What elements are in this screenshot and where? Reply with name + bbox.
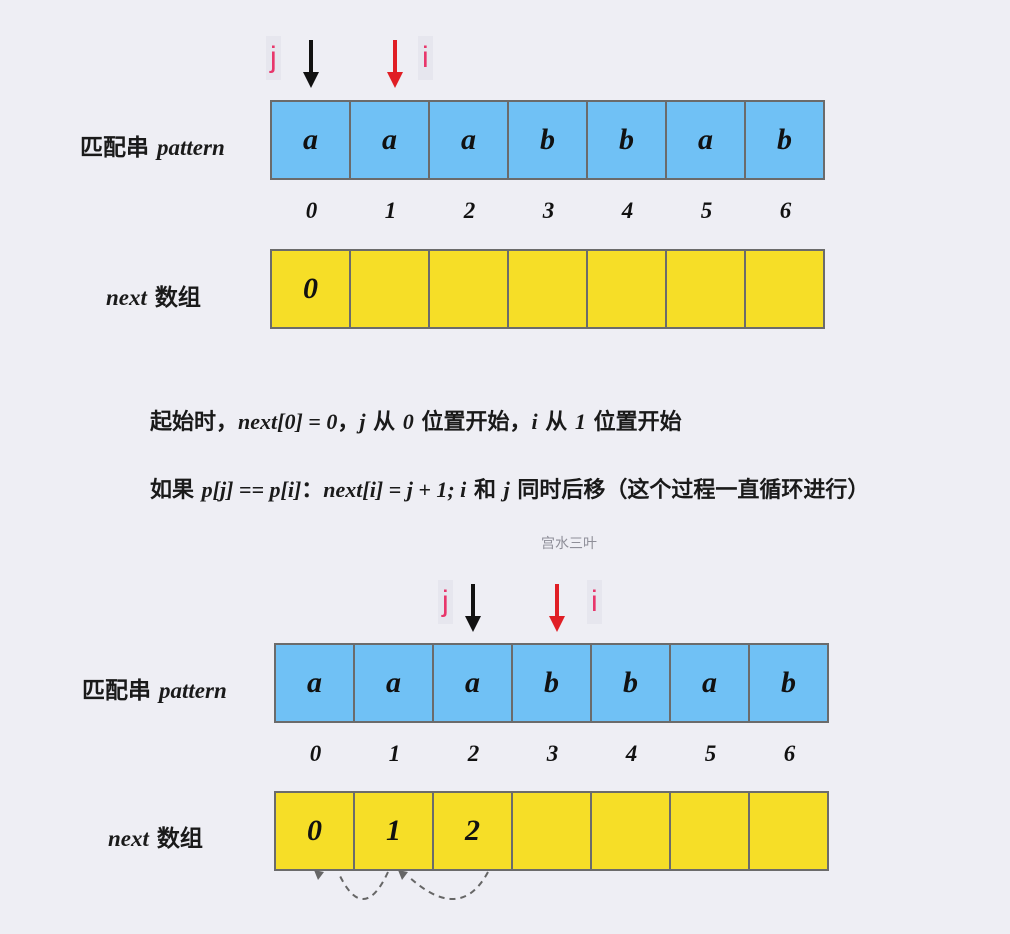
index-label: 5: [700, 198, 713, 223]
arrow-down-icon: [549, 584, 565, 632]
next-cell: [513, 793, 592, 869]
pattern-cell: a: [667, 102, 746, 178]
next-cells: 0 1 2: [274, 791, 829, 871]
arrowhead-icon: [314, 870, 324, 880]
text-segment: j: [359, 409, 366, 434]
dashed-curve-arrow: [407, 871, 489, 900]
text-segment: ：: [301, 477, 324, 503]
next-cell: [592, 793, 671, 869]
pattern-cell: b: [509, 102, 588, 178]
next-cell: [509, 251, 588, 327]
dashed-curve-arrows: [314, 870, 489, 900]
next-cell: [671, 793, 750, 869]
next-cell: [667, 251, 746, 327]
explanation-line-2: 如果 p[j] == p[i]：next[i] = j + 1; i 和 j 同…: [150, 472, 869, 504]
pattern-cells: a a a b b a b: [270, 100, 825, 180]
index-label: 1: [384, 198, 397, 223]
text-segment: p[j] == p[i]: [201, 477, 302, 502]
pattern-label-cn: 匹配串: [80, 134, 149, 161]
index-label: 6: [783, 741, 796, 766]
next-label-cn: 数组: [154, 284, 201, 311]
text-segment: 位置开始: [585, 409, 682, 435]
index-label: 3: [542, 198, 555, 223]
next-label-en: next: [106, 285, 147, 310]
index-label: 0: [309, 741, 322, 766]
text-segment: i: [531, 409, 538, 434]
next-cell: [351, 251, 430, 327]
pattern-cell: a: [272, 102, 351, 178]
text-segment: 和: [466, 477, 504, 503]
text-segment: 起始时，: [150, 409, 239, 435]
pattern-cell: b: [588, 102, 667, 178]
pattern-cell: b: [513, 645, 592, 721]
index-label: 3: [546, 741, 559, 766]
pattern-cell: b: [746, 102, 823, 178]
next-cells: 0: [270, 249, 825, 329]
index-label: 2: [463, 198, 476, 223]
next-cell: 1: [355, 793, 434, 869]
watermark: 宫水三叶: [541, 536, 597, 552]
pointer-j-label: j: [266, 36, 281, 80]
index-row: 0 1 2 3 4 5 6: [276, 741, 829, 767]
next-label-cn: 数组: [156, 825, 203, 852]
index-row: 0 1 2 3 4 5 6: [272, 198, 825, 224]
index-label: 0: [305, 198, 318, 223]
text-segment: 位置开始，: [413, 409, 532, 435]
next-label: next 数组: [106, 278, 201, 312]
text-segment: next[i] = j + 1; i: [323, 477, 467, 502]
next-cell: [750, 793, 827, 869]
next-label: next 数组: [108, 819, 203, 853]
text-segment: 从: [365, 409, 403, 435]
next-cell: [588, 251, 667, 327]
pointer-i-label: i: [418, 36, 433, 80]
index-label: 6: [779, 198, 792, 223]
pattern-cells: a a a b b a b: [274, 643, 829, 723]
next-label-en: next: [108, 826, 149, 851]
text-segment: ，: [337, 409, 360, 435]
pattern-cell: a: [355, 645, 434, 721]
pattern-cell: a: [434, 645, 513, 721]
index-label: 4: [621, 198, 634, 223]
pattern-cell: b: [750, 645, 827, 721]
pattern-cell: a: [276, 645, 355, 721]
text-segment: j: [503, 477, 510, 502]
next-cell: 0: [276, 793, 355, 869]
pattern-cell: b: [592, 645, 671, 721]
arrow-down-icon: [303, 40, 319, 88]
pointer-i-label: i: [587, 580, 602, 624]
index-label: 5: [704, 741, 717, 766]
next-cell: 0: [272, 251, 351, 327]
arrowhead-icon: [398, 870, 408, 880]
arrow-down-icon: [465, 584, 481, 632]
next-cell: [746, 251, 823, 327]
index-label: 1: [388, 741, 401, 766]
pattern-label: 匹配串 pattern: [80, 128, 225, 162]
next-cell: 2: [434, 793, 513, 869]
pattern-label-en: pattern: [159, 678, 227, 703]
pattern-label: 匹配串 pattern: [82, 671, 227, 705]
text-segment: 从: [537, 409, 575, 435]
text-segment: 如果: [150, 477, 202, 503]
index-label: 4: [625, 741, 638, 766]
arrow-down-icon: [387, 40, 403, 88]
pattern-label-cn: 匹配串: [82, 677, 151, 704]
pointer-j-label: j: [438, 580, 453, 624]
pattern-cell: a: [430, 102, 509, 178]
text-segment: next[0] = 0: [238, 409, 338, 434]
pattern-label-en: pattern: [157, 135, 225, 160]
text-segment: 0: [402, 409, 414, 434]
dashed-curve-arrow: [339, 871, 389, 900]
text-segment: 同时后移（这个过程一直循环进行）: [509, 477, 870, 503]
explanation-line-1: 起始时，next[0] = 0，j 从 0 位置开始，i 从 1 位置开始: [150, 404, 682, 436]
index-label: 2: [467, 741, 480, 766]
pattern-cell: a: [671, 645, 750, 721]
text-segment: 1: [574, 409, 586, 434]
next-cell: [430, 251, 509, 327]
pattern-cell: a: [351, 102, 430, 178]
